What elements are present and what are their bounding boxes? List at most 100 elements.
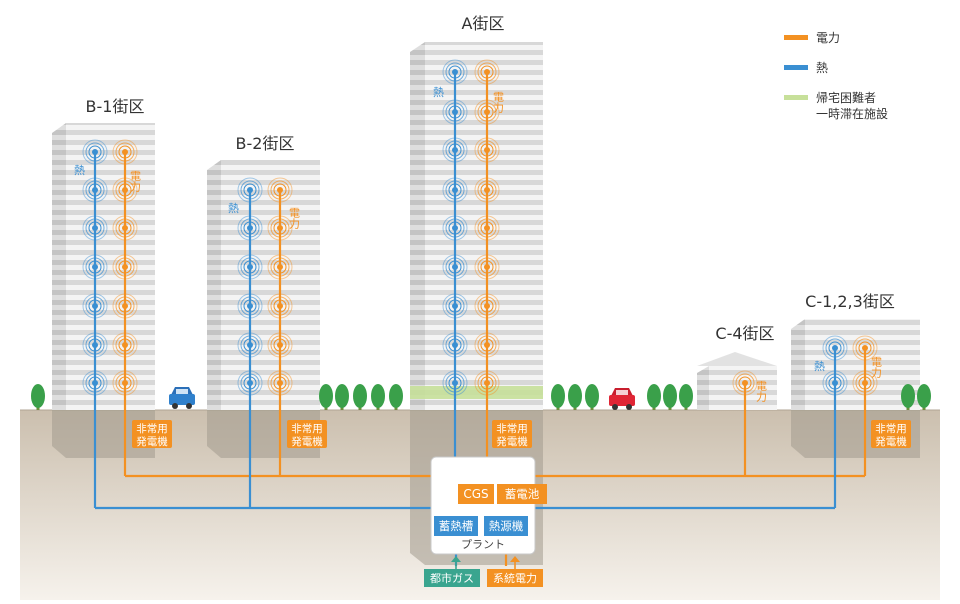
red-car (609, 388, 635, 410)
building-b1 (52, 123, 155, 410)
power-node-icon (474, 332, 500, 358)
power-node-icon (112, 139, 138, 165)
heat-node-icon (442, 177, 468, 203)
b1-heat-label: 熱 (74, 164, 85, 177)
svg-text:電力: 電力 (129, 170, 142, 192)
heat-node-icon (82, 370, 108, 396)
heat-node-icon (237, 332, 263, 358)
svg-text:発電機: 発電機 (875, 435, 907, 448)
power-node-icon (267, 254, 293, 280)
trees (31, 384, 931, 410)
tree (901, 384, 915, 410)
tree (647, 384, 661, 410)
legend-heat-swatch (784, 65, 808, 70)
heat-node-icon (442, 215, 468, 241)
svg-text:非常用: 非常用 (291, 422, 323, 435)
power-node-icon (474, 370, 500, 396)
heat-node-icon (82, 254, 108, 280)
heat-node-icon (82, 139, 108, 165)
grid-power-input: 系統電力 (487, 556, 543, 587)
heat-network (93, 72, 837, 566)
tree (585, 384, 599, 410)
svg-text:非常用: 非常用 (875, 422, 907, 435)
district-label-c4: C-4街区 (715, 324, 774, 343)
heat-node-icon (442, 254, 468, 280)
b2-heat-label: 熱 (228, 202, 239, 215)
tree (353, 384, 367, 410)
a-shelter-floor (410, 386, 543, 399)
heat-node-icon (822, 370, 848, 396)
power-node-icon (112, 215, 138, 241)
b1-underground (52, 410, 155, 458)
heat-node-icon (442, 332, 468, 358)
svg-text:電力: 電力 (755, 380, 768, 402)
node-icons (82, 59, 878, 396)
heat-node-icon (237, 215, 263, 241)
svg-text:発電機: 発電機 (136, 435, 168, 448)
c4-power-label: 電力 (755, 380, 768, 402)
power-node-icon (112, 370, 138, 396)
heat-node-icon (237, 293, 263, 319)
heat-node-icon (442, 293, 468, 319)
legend-heat-label: 熱 (816, 61, 828, 75)
blue-car (169, 387, 195, 409)
power-node-icon (267, 370, 293, 396)
tree (371, 384, 385, 410)
power-node-icon (474, 177, 500, 203)
heat-node-icon (442, 370, 468, 396)
tree (679, 384, 693, 410)
power-node-icon (267, 177, 293, 203)
tree (551, 384, 565, 410)
legend-power-label: 電力 (816, 31, 840, 45)
svg-text:非常用: 非常用 (496, 422, 528, 435)
power-node-icon (474, 137, 500, 163)
a-heat-label: 熱 (433, 86, 444, 99)
power-node-icon (732, 370, 758, 396)
svg-text:系統電力: 系統電力 (493, 571, 537, 585)
heat-node-icon (82, 215, 108, 241)
legend-shelter-label-2: 一時滞在施設 (816, 106, 888, 121)
plant-heat-storage-label: 蓄熱槽 (439, 519, 474, 533)
heat-node-icon (442, 137, 468, 163)
district-label-a: A街区 (462, 14, 505, 33)
c123-power-label: 電力 (870, 356, 883, 378)
legend-shelter-swatch (784, 95, 808, 100)
a-emergency-generator: 非常用 発電機 (492, 420, 532, 448)
tree (335, 384, 349, 410)
tree (917, 384, 931, 410)
building-a (410, 42, 543, 410)
heat-node-icon (82, 332, 108, 358)
heat-node-icon (237, 370, 263, 396)
tree (319, 384, 333, 410)
district-label-b2: B-2街区 (236, 134, 295, 153)
heat-node-icon (237, 177, 263, 203)
power-node-icon (474, 254, 500, 280)
legend: 電力 熱 帰宅困難者 一時滞在施設 (784, 31, 888, 121)
legend-shelter-label-1: 帰宅困難者 (816, 90, 876, 105)
heat-node-icon (82, 177, 108, 203)
power-node-icon (474, 59, 500, 85)
svg-text:電力: 電力 (870, 356, 883, 378)
plant-heat-storage (434, 516, 478, 536)
heat-node-icon (82, 293, 108, 319)
b2-emergency-generator: 非常用 発電機 (287, 420, 327, 448)
plant: CGS 蓄電池 蓄熱槽 熱源機 プラント (430, 456, 547, 555)
svg-text:非常用: 非常用 (136, 422, 168, 435)
c123-emergency-generator: 非常用 発電機 (871, 420, 911, 448)
plant-cgs (458, 484, 494, 504)
power-node-icon (474, 215, 500, 241)
c123-heat-label: 熱 (814, 360, 825, 373)
power-node-icon (852, 335, 878, 361)
tree (568, 384, 582, 410)
plant-heat-source (484, 516, 528, 536)
building-c123 (791, 319, 920, 410)
heat-node-icon (237, 254, 263, 280)
power-node-icon (852, 370, 878, 396)
city-gas-input: 都市ガス (424, 556, 480, 587)
power-node-icon (474, 99, 500, 125)
building-c4 (697, 352, 777, 410)
legend-power-swatch (784, 35, 808, 40)
power-node-icon (112, 293, 138, 319)
district-label-b1: B-1街区 (86, 97, 145, 116)
